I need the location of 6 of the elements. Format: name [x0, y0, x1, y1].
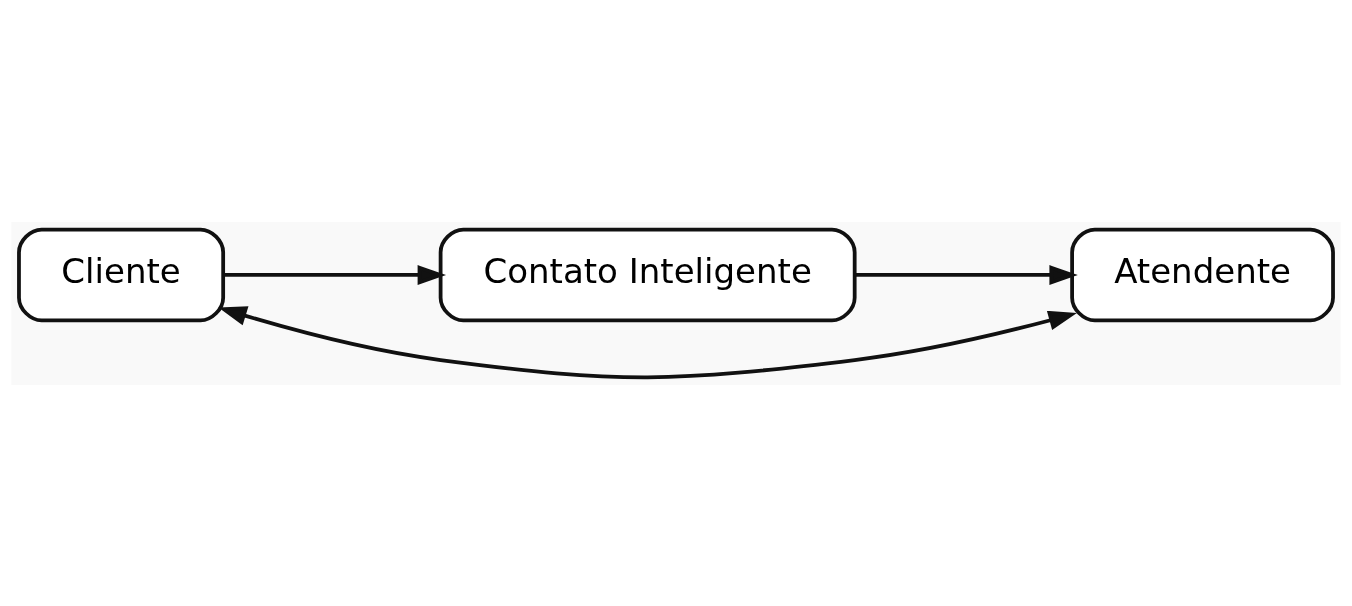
arrow — [223, 264, 447, 285]
node-box: Contato Inteligente — [438, 227, 857, 322]
arrow — [218, 305, 1077, 379]
arrow — [854, 264, 1078, 285]
node-box: Atendente — [1070, 227, 1335, 322]
node-box: Cliente — [17, 227, 226, 322]
